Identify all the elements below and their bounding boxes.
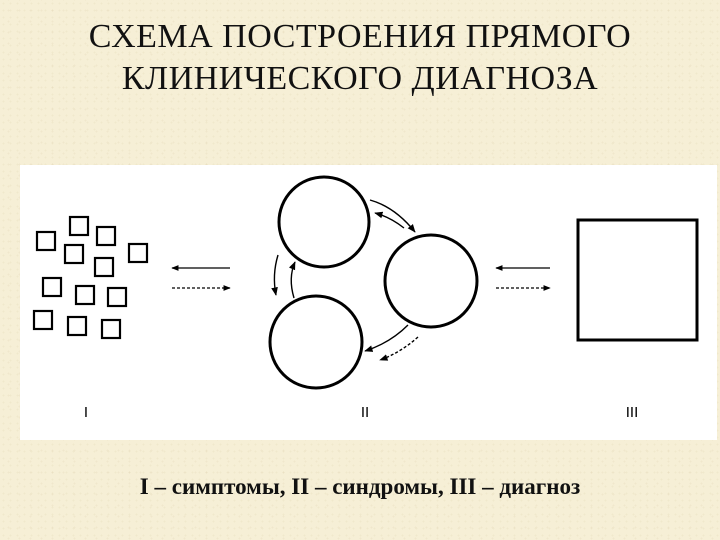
diagram-canvas: I II III	[32, 175, 699, 421]
stage-label-ii: II	[361, 404, 369, 421]
symptom-square	[66, 315, 88, 337]
symptom-square	[41, 276, 63, 298]
syndrome-circles	[268, 175, 479, 390]
arrows-i-ii	[171, 265, 231, 291]
symptom-square	[74, 284, 96, 306]
symptom-square	[63, 243, 85, 265]
curved-arrow	[379, 336, 419, 361]
syndrome-circle-bottom	[268, 294, 364, 390]
symptom-square	[35, 230, 57, 252]
symptom-square	[127, 242, 149, 264]
symptom-square	[106, 286, 128, 308]
diagram-panel: I II III	[20, 165, 717, 440]
stage-label-i: I	[84, 404, 88, 421]
symptom-square	[93, 256, 115, 278]
title-line-2: КЛИНИЧЕСКОГО ДИАГНОЗА	[121, 60, 599, 97]
title-line-1: СХЕМА ПОСТРОЕНИЯ ПРЯМОГО	[88, 18, 632, 55]
syndrome-circle-top	[277, 175, 371, 269]
curved-arrow	[288, 261, 296, 299]
symptom-square	[100, 318, 122, 340]
curved-arrow	[369, 199, 416, 233]
arrows-ii-iii	[495, 265, 551, 291]
curved-arrow	[271, 254, 279, 296]
slide-title: СХЕМА ПОСТРОЕНИЯ ПРЯМОГО КЛИНИЧЕСКОГО ДИ…	[0, 16, 720, 100]
legend-caption: I – симптомы, II – синдромы, III – диагн…	[139, 474, 581, 499]
curved-arrow	[364, 324, 409, 352]
syndrome-cycle-arrows	[271, 199, 419, 361]
diagnosis-square	[576, 218, 699, 342]
symptom-square	[68, 215, 90, 237]
syndrome-circle-right	[383, 233, 479, 329]
symptom-square	[95, 225, 117, 247]
stage-label-iii: III	[626, 404, 639, 421]
curved-arrow	[374, 211, 405, 229]
symptom-squares	[32, 215, 149, 340]
symptom-square	[32, 309, 54, 331]
